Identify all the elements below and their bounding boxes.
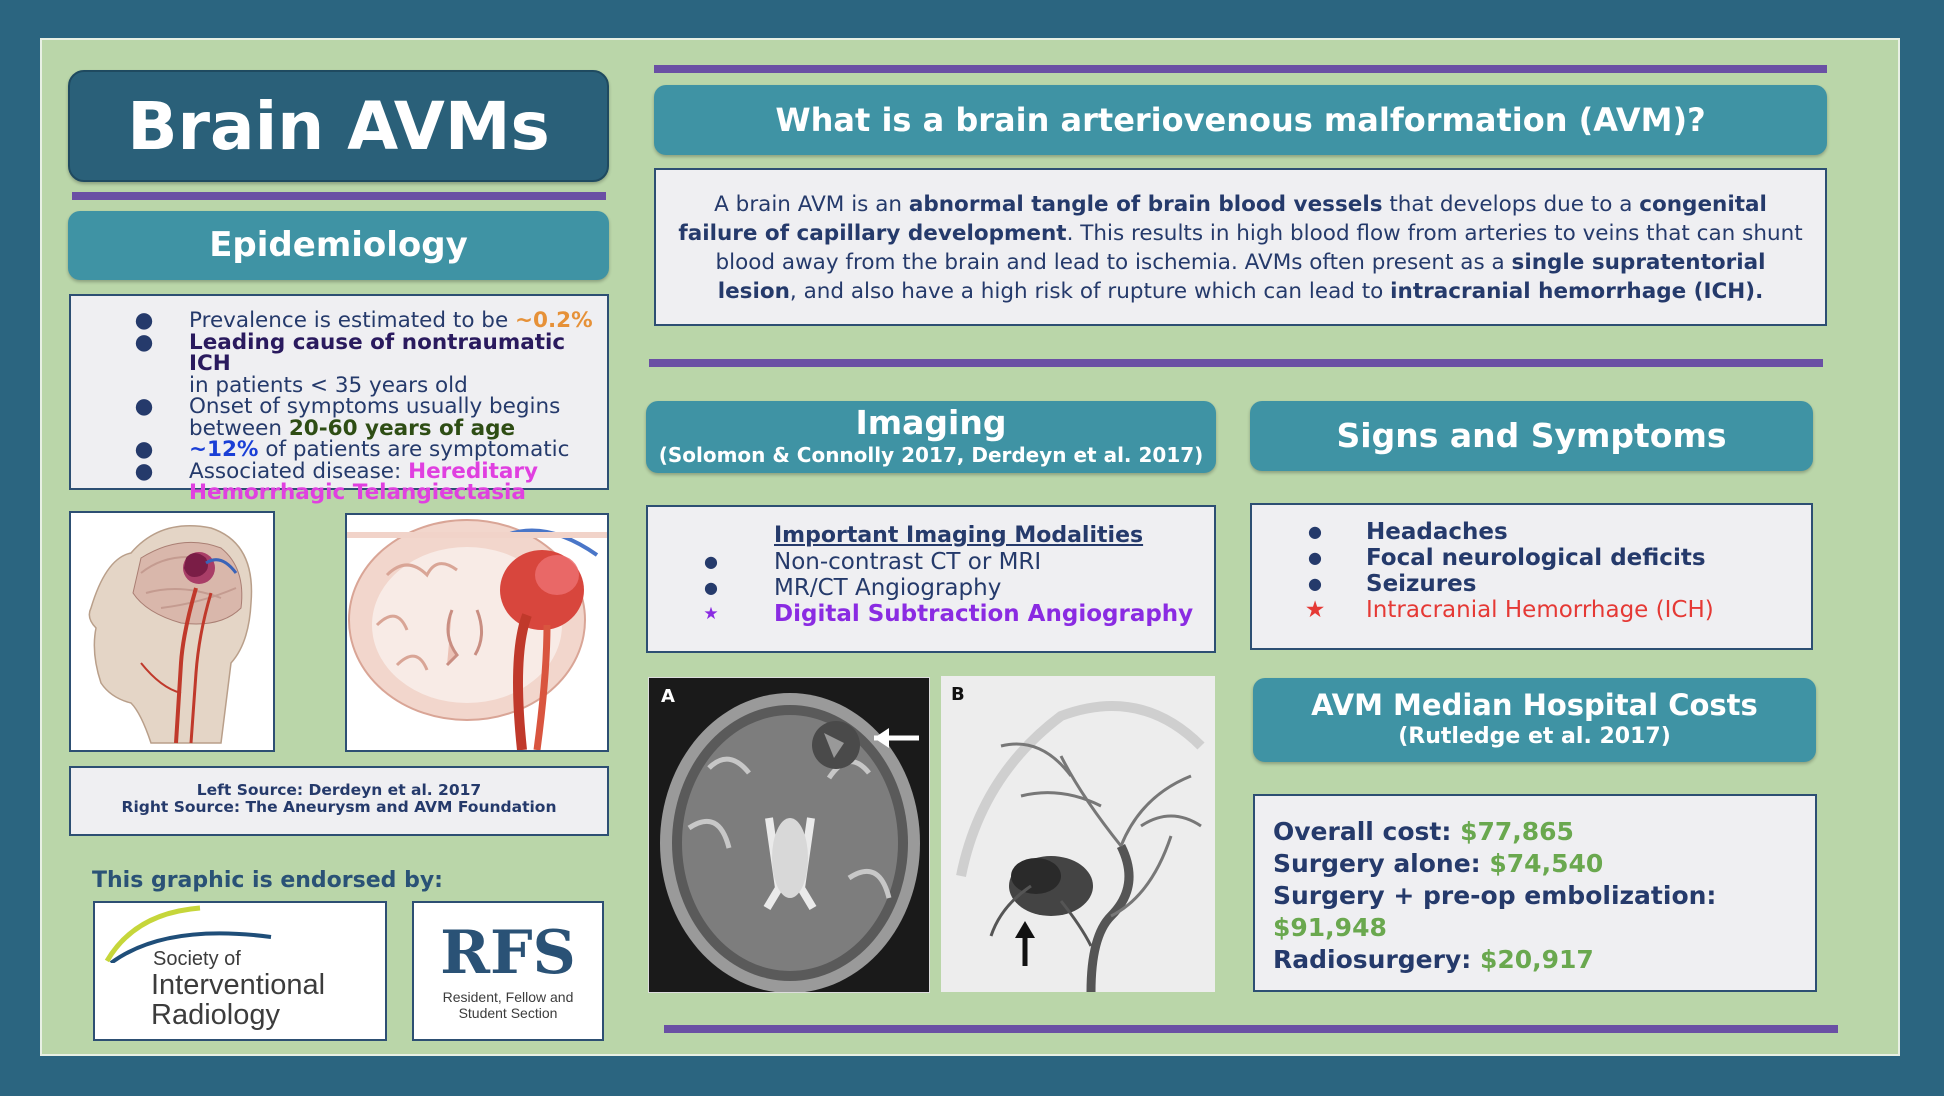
bullet-icon: ● [1308, 574, 1322, 593]
sir-logo: Society of Interventional Radiology [93, 901, 387, 1041]
endorsed-label: This graphic is endorsed by: [92, 868, 443, 893]
epidemiology-heading: Epidemiology [209, 225, 468, 265]
list-item: ●Headaches [1300, 519, 1811, 545]
signs-list: ●Headaches ●Focal neurological deficits … [1300, 519, 1811, 623]
divider [664, 1025, 1838, 1033]
onset-value: 20-60 years of age [288, 415, 516, 441]
imaging-citation: (Solomon & Connolly 2017, Derdeyn et al.… [658, 443, 1204, 467]
costs-header: AVM Median Hospital Costs (Rutledge et a… [1253, 678, 1816, 762]
list-item: ●~12% of patients are symptomatic [129, 439, 607, 461]
sir-line2: Interventional [151, 969, 326, 1001]
imaging-subheading: Important Imaging Modalities [774, 523, 1144, 548]
mri-scan-drawing [649, 678, 929, 992]
signs-header: Signs and Symptoms [1250, 401, 1813, 471]
costs-box: Overall cost: $77,865 Surgery alone: $74… [1253, 794, 1817, 992]
left-source: Left Source: Derdeyn et al. 2017 [196, 781, 482, 799]
cost-row: Surgery + pre-op embolization: $91,948 [1273, 881, 1717, 942]
epidemiology-header: Epidemiology [68, 211, 609, 280]
costs-heading: AVM Median Hospital Costs [1311, 688, 1758, 722]
bullet-icon: ● [134, 308, 154, 333]
title-banner: Brain AVMs [68, 70, 609, 182]
bullet-icon: ● [1308, 522, 1322, 541]
prevalence-value: ~0.2% [515, 308, 593, 333]
what-is-box: A brain AVM is an abnormal tangle of bra… [654, 168, 1827, 326]
list-item: ★Digital Subtraction Angiography [696, 601, 1214, 627]
divider [72, 192, 606, 200]
signs-heading: Signs and Symptoms [1336, 416, 1727, 455]
costs-citation: (Rutledge et al. 2017) [1398, 724, 1671, 749]
symptomatic-value: ~12% [189, 437, 259, 462]
rfs-line1: Resident, Fellow and [442, 989, 574, 1005]
star-icon: ★ [1304, 597, 1326, 623]
list-item: ★Intracranial Hemorrhage (ICH) [1300, 597, 1811, 623]
panel-a-label: A [661, 686, 675, 707]
bullet-icon: ● [134, 394, 154, 419]
bullet-icon: ● [1308, 548, 1322, 567]
imaging-header: Imaging (Solomon & Connolly 2017, Derdey… [646, 401, 1216, 473]
head-avm-drawing [88, 525, 253, 744]
rfs-logo: RFS Resident, Fellow and Student Section [412, 901, 604, 1041]
rfs-line2: Student Section [458, 1005, 558, 1021]
star-icon: ★ [703, 604, 719, 624]
page-title: Brain AVMs [127, 87, 550, 165]
list-item: ●Non-contrast CT or MRI [696, 549, 1214, 575]
epidemiology-box: ●Prevalence is estimated to be ~0.2% ●Le… [69, 294, 609, 503]
divider [649, 359, 1823, 367]
list-item: ●Seizures [1300, 571, 1811, 597]
list-item: ●Prevalence is estimated to be ~0.2% [129, 310, 607, 332]
bullet-icon: ● [134, 458, 154, 484]
sir-swoosh-icon [104, 905, 272, 963]
bullet-icon: ● [134, 329, 154, 355]
signs-box: ●Headaches ●Focal neurological deficits … [1250, 503, 1813, 650]
bullet-icon: ● [704, 552, 718, 571]
what-is-heading: What is a brain arteriovenous malformati… [775, 101, 1706, 139]
coronal-avm-drawing [347, 519, 607, 750]
cost-row: Overall cost: $77,865 [1273, 817, 1574, 846]
panel-b-label: B [951, 684, 965, 705]
right-source: Right Source: The Aneurysm and AVM Found… [121, 798, 557, 816]
cost-row: Surgery alone: $74,540 [1273, 849, 1604, 878]
list-item: ●Focal neurological deficits [1300, 545, 1811, 571]
cost-row: Radiosurgery: $20,917 [1273, 945, 1594, 974]
mri-image: A [648, 677, 930, 993]
epidemiology-list: ●Prevalence is estimated to be ~0.2% ●Le… [129, 310, 607, 504]
brain-illustration-left [69, 511, 275, 752]
angiogram-image: B [941, 676, 1215, 992]
imaging-box: Important Imaging Modalities ●Non-contra… [646, 505, 1216, 653]
bullet-icon: ● [704, 578, 718, 597]
bullet-icon: ● [134, 437, 154, 462]
brain-illustration-right [345, 513, 609, 752]
sir-line3: Radiology [151, 999, 280, 1031]
what-is-header: What is a brain arteriovenous malformati… [654, 85, 1827, 155]
angiogram-drawing [941, 676, 1215, 992]
imaging-list: ●Non-contrast CT or MRI ●MR/CT Angiograp… [696, 549, 1214, 627]
divider [654, 65, 1827, 73]
sir-line1: Society of [153, 948, 241, 970]
image-sources-box: Left Source: Derdeyn et al. 2017 Right S… [69, 766, 609, 836]
rfs-title: RFS [440, 918, 576, 988]
imaging-heading: Imaging [855, 403, 1007, 442]
list-item: ●MR/CT Angiography [696, 575, 1214, 601]
